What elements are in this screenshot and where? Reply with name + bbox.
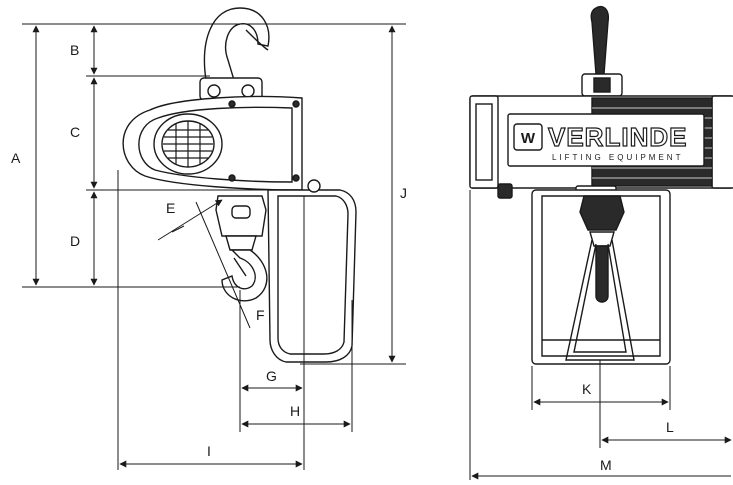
front-view: W VERLINDE LIFTING EQUIPMENT	[469, 5, 733, 365]
dimension-label-l: L	[666, 419, 674, 435]
dimension-label-e: E	[166, 200, 175, 216]
verlinde-logo-tagline: LIFTING EQUIPMENT	[552, 153, 683, 162]
dimension-label-c: C	[70, 124, 80, 140]
dimension-label-j: J	[400, 185, 407, 201]
bottom-hook-icon	[221, 249, 268, 302]
dimension-label-d: D	[70, 233, 80, 249]
side-view-dimensions: A B C D E F J G H I	[11, 23, 407, 470]
dimension-label-b: B	[70, 42, 79, 58]
front-bottom-hook-block	[579, 195, 625, 231]
top-hook-icon	[203, 7, 270, 81]
front-bottom-hook-icon	[595, 245, 609, 303]
front-view-dimensions: K L M	[469, 190, 732, 480]
dimension-label-k: K	[582, 381, 592, 397]
dimension-label-g: G	[266, 368, 277, 384]
verlinde-logo-text: VERLINDE	[548, 122, 687, 152]
dimension-label-a: A	[11, 150, 21, 166]
verlinde-logo-icon	[513, 123, 543, 151]
chain-container	[267, 189, 357, 363]
verlinde-logo-mark: W	[521, 130, 536, 147]
dimension-label-h: H	[290, 403, 300, 419]
front-top-hook-icon	[590, 5, 610, 75]
fan-grille-lines	[163, 121, 213, 167]
side-view	[122, 7, 357, 363]
dimension-label-m: M	[600, 457, 612, 473]
dimension-label-f: F	[256, 307, 265, 323]
dimension-label-i: I	[207, 443, 211, 459]
